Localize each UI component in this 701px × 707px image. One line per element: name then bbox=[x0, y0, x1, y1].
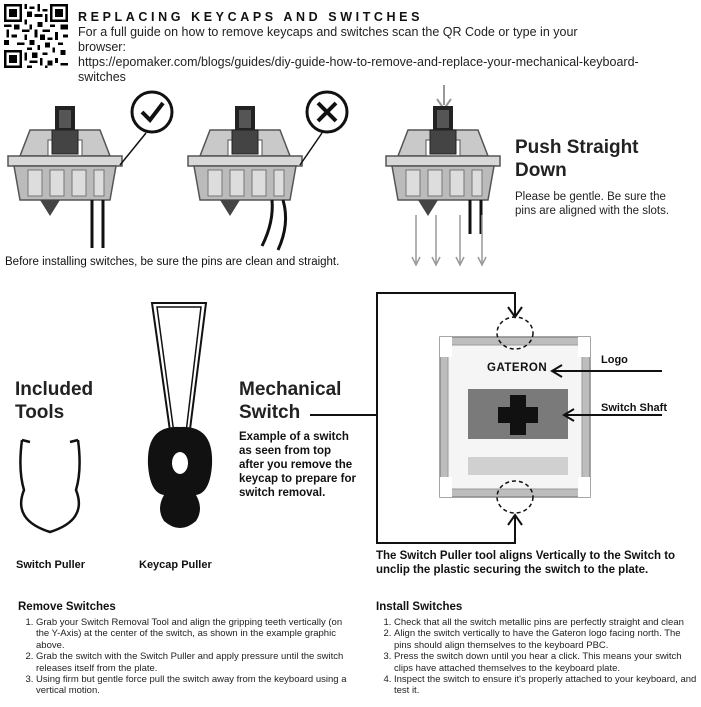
switch-puller-icon bbox=[19, 438, 81, 534]
mech-desc-line: keycap to prepare for bbox=[239, 473, 356, 485]
remove-switches-section: Remove Switches Grab your Switch Removal… bbox=[18, 601, 348, 697]
mech-heading-line: Mechanical bbox=[239, 379, 342, 400]
switch-pin-illustrations bbox=[7, 85, 501, 267]
tools-heading: Included Tools bbox=[15, 378, 93, 424]
push-heading: Push Straight Down bbox=[515, 136, 639, 182]
install-steps-list: Check that all the switch metallic pins … bbox=[376, 617, 698, 697]
puller-alignment-note: The Switch Puller tool aligns Vertically… bbox=[376, 549, 675, 577]
tools-heading-line: Included bbox=[15, 379, 94, 400]
qr-code-icon bbox=[4, 4, 68, 68]
mech-description: Example of a switch as seen from top aft… bbox=[239, 430, 356, 500]
mech-heading: Mechanical Switch bbox=[239, 378, 341, 424]
logo-label: Logo bbox=[601, 354, 628, 366]
install-step: Check that all the switch metallic pins … bbox=[394, 617, 698, 628]
install-step: Align the switch vertically to have the … bbox=[394, 628, 698, 651]
remove-switches-title: Remove Switches bbox=[18, 601, 116, 613]
guide-title: REPLACING KEYCAPS AND SWITCHES bbox=[78, 10, 424, 24]
remove-step: Using firm but gentle force pull the swi… bbox=[36, 674, 348, 697]
puller-note-line: unclip the plastic securing the switch t… bbox=[376, 564, 649, 576]
tools-heading-line: Tools bbox=[15, 402, 65, 423]
push-body: Please be gentle. Be sure the pins are a… bbox=[515, 190, 669, 218]
gateron-logo: GATERON bbox=[487, 362, 548, 374]
remove-step: Grab the switch with the Switch Puller a… bbox=[36, 651, 348, 674]
keycap-puller-icon bbox=[147, 302, 213, 528]
mech-desc-line: Example of a switch bbox=[239, 431, 349, 443]
mech-heading-line: Switch bbox=[239, 402, 301, 423]
pins-caption: Before installing switches, be sure the … bbox=[5, 256, 340, 268]
keycap-puller-label: Keycap Puller bbox=[139, 559, 212, 571]
guide-url-continued[interactable]: switches bbox=[78, 70, 126, 84]
puller-note-line: The Switch Puller tool aligns Vertically… bbox=[376, 550, 676, 562]
install-switches-section: Install Switches Check that all the swit… bbox=[376, 601, 698, 697]
remove-step: Grab your Switch Removal Tool and align … bbox=[36, 617, 348, 651]
check-circle-icon bbox=[130, 90, 174, 134]
push-heading-line: Push Straight bbox=[515, 137, 639, 158]
guide-url[interactable]: https://epomaker.com/blogs/guides/diy-gu… bbox=[78, 55, 639, 69]
switch-top-view-diagram bbox=[310, 292, 662, 544]
install-switches-title: Install Switches bbox=[376, 601, 463, 613]
mech-desc-line: as seen from top bbox=[239, 445, 332, 457]
install-step: Inspect the switch to ensure it's proper… bbox=[394, 674, 698, 697]
push-body-line: Please be gentle. Be sure the bbox=[515, 191, 666, 203]
remove-steps-list: Grab your Switch Removal Tool and align … bbox=[18, 617, 348, 697]
mech-desc-line: after you remove the bbox=[239, 459, 353, 471]
mech-desc-line: switch removal. bbox=[239, 487, 326, 499]
push-heading-line: Down bbox=[515, 160, 567, 181]
intro-line: For a full guide on how to remove keycap… bbox=[78, 25, 578, 39]
install-step: Press the switch down until you hear a c… bbox=[394, 651, 698, 674]
intro-line: browser: bbox=[78, 40, 126, 54]
guide-intro: For a full guide on how to remove keycap… bbox=[78, 25, 698, 85]
switch-puller-label: Switch Puller bbox=[16, 559, 86, 571]
push-body-line: pins are aligned with the slots. bbox=[515, 205, 670, 217]
switch-shaft-label: Switch Shaft bbox=[601, 402, 668, 414]
